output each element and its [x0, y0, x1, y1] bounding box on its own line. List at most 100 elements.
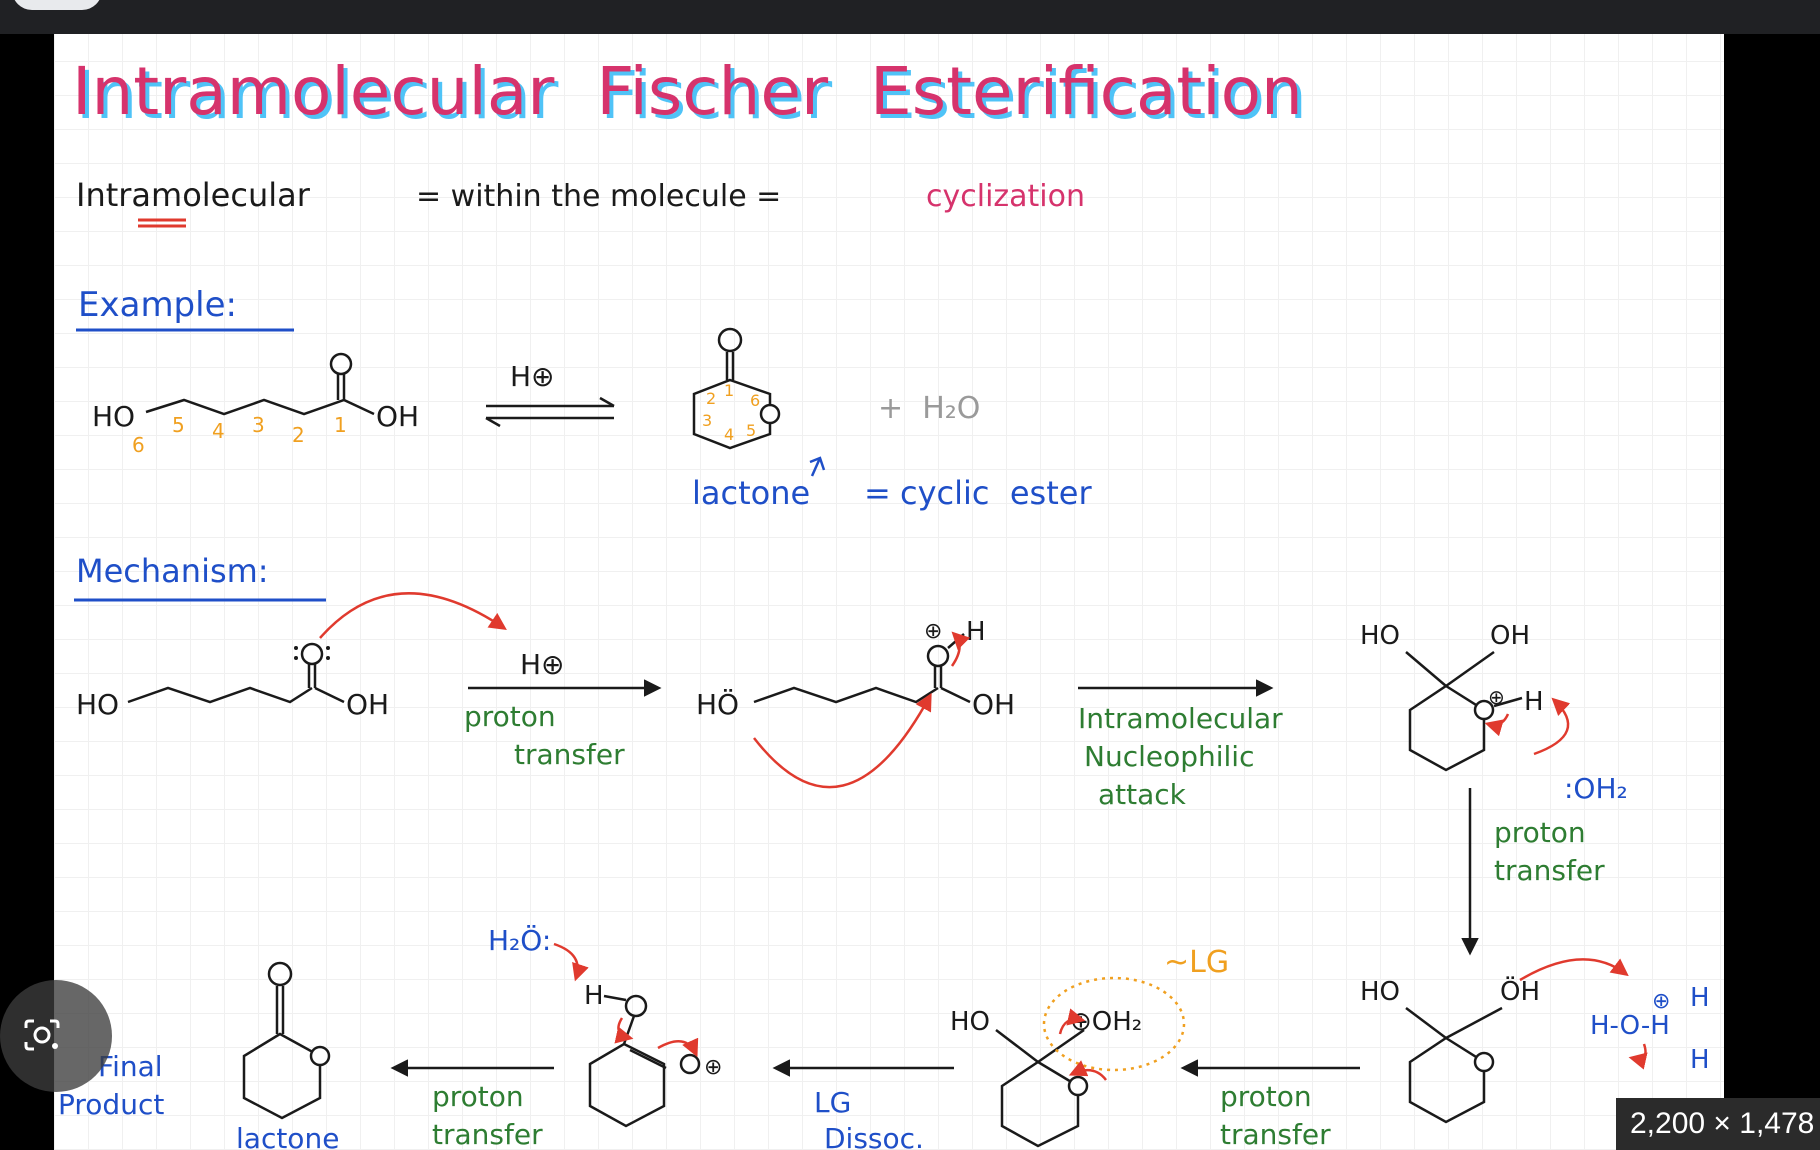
svg-text:2: 2	[292, 423, 305, 447]
svg-text:OH: OH	[1490, 621, 1530, 651]
svg-text:Nucleophilic: Nucleophilic	[1084, 740, 1254, 773]
browser-top-bar	[0, 0, 1820, 34]
step2-attack-arrow	[753, 692, 932, 789]
final-label-2: Product	[58, 1088, 164, 1121]
top-pill[interactable]	[12, 0, 102, 10]
byproduct-water: + H₂O	[878, 391, 980, 426]
step4-proton-arrow	[1519, 958, 1629, 982]
step3-bond-arrow	[1484, 713, 1510, 737]
step1-arrow: H⊕ proton transfer	[464, 648, 662, 771]
step2-arrow: Intramolecular Nucleophilic attack	[1078, 679, 1283, 811]
svg-text:HO: HO	[76, 688, 119, 721]
step5-push-arrow	[1068, 1060, 1107, 1081]
svg-text:5: 5	[172, 413, 185, 437]
svg-text:⊕: ⊕	[924, 619, 942, 644]
example-lactone: 2 1 6 3 4 5	[692, 327, 781, 450]
step2-molecule: HÖ ⊕ H OH	[696, 617, 1015, 721]
equilibrium-arrow: H⊕	[485, 360, 615, 428]
svg-text:OH: OH	[376, 400, 419, 433]
step6-arrow: proton transfer	[390, 1059, 554, 1150]
step4-arrow: proton transfer	[1180, 1059, 1360, 1150]
svg-text:transfer: transfer	[432, 1118, 543, 1150]
svg-text:H₂Ö:: H₂Ö:	[488, 923, 551, 957]
lactone-pointer-arrow	[809, 456, 826, 477]
svg-text:proton: proton	[1494, 816, 1586, 849]
final-lactone	[242, 961, 331, 1120]
mechanism-heading: Mechanism:	[76, 552, 269, 590]
page-title-shadow: Intramolecular Fischer Esterification	[76, 57, 1307, 134]
svg-text:⊕: ⊕	[704, 1055, 722, 1080]
svg-text:Dissoc.: Dissoc.	[824, 1122, 924, 1150]
svg-text:6: 6	[132, 433, 145, 457]
svg-text:HO: HO	[1360, 977, 1400, 1007]
svg-text:H: H	[1690, 1045, 1710, 1075]
step3-arrow: proton transfer	[1461, 788, 1605, 956]
image-dimensions-badge: 2,200 × 1,478	[1616, 1098, 1820, 1150]
svg-text:OH: OH	[972, 688, 1015, 721]
svg-text:1: 1	[724, 381, 734, 400]
step4-hydronium: H ⊕ H-O-H H	[1590, 983, 1710, 1075]
lactone-label: lactone	[692, 474, 810, 512]
svg-text:proton: proton	[464, 700, 556, 733]
svg-text:HO: HO	[950, 1007, 990, 1037]
step4-molecule: HO ÖH	[1360, 975, 1540, 1124]
svg-text:4: 4	[212, 419, 225, 443]
svg-text:3: 3	[252, 413, 265, 437]
example-heading: Example:	[78, 285, 237, 325]
svg-text:5: 5	[746, 421, 756, 440]
svg-text:H: H	[1524, 687, 1544, 717]
whiteboard-drawing: Intramolecular Fischer Esterification In…	[58, 53, 1710, 1150]
svg-text:transfer: transfer	[1494, 854, 1605, 887]
definition-meaning: = within the molecule =	[416, 179, 781, 214]
lactone-equals: =	[864, 474, 891, 512]
svg-text:1: 1	[334, 413, 347, 437]
svg-text:LG: LG	[814, 1086, 851, 1119]
image-viewer: Intramolecular Fischer Esterification In…	[54, 34, 1724, 1150]
svg-text:4: 4	[724, 425, 734, 444]
svg-text:⊕OH₂: ⊕OH₂	[1070, 1007, 1142, 1037]
svg-text:H: H	[584, 981, 604, 1011]
step3-arrow-to-h	[1533, 697, 1571, 756]
svg-text:attack: attack	[1098, 778, 1187, 811]
step5-molecule: HO ⊕OH₂	[950, 976, 1186, 1148]
google-lens-button[interactable]	[0, 980, 112, 1092]
svg-text:transfer: transfer	[514, 738, 625, 771]
final-lactone-label: lactone	[236, 1122, 339, 1150]
svg-text:proton: proton	[432, 1080, 524, 1113]
lactone-definition: cyclic ester	[900, 474, 1092, 512]
example-reactant: HO OH 6 5 4 3 2 1	[92, 352, 419, 457]
step3-water: :OH₂	[1564, 772, 1628, 805]
svg-text:H-O-H: H-O-H	[1590, 1011, 1670, 1041]
page-title: Intramolecular Fischer Esterification	[72, 53, 1303, 130]
lens-camera-icon	[24, 1019, 60, 1051]
svg-text:3: 3	[702, 411, 712, 430]
svg-text:H⊕: H⊕	[510, 360, 555, 393]
step5-lg-arrow	[1058, 1008, 1086, 1035]
svg-text:H: H	[966, 617, 986, 647]
svg-text:OH: OH	[346, 688, 389, 721]
step6-water-arrow	[553, 942, 589, 982]
svg-text:H⊕: H⊕	[520, 648, 565, 681]
step5-lg-tag: ~LG	[1164, 945, 1229, 980]
step6-bond-arrow	[614, 1017, 634, 1044]
definition-result: cyclization	[926, 179, 1085, 214]
final-label-1: Final	[98, 1050, 163, 1083]
svg-text:Intramolecular: Intramolecular	[1078, 702, 1283, 735]
svg-text:proton: proton	[1220, 1080, 1312, 1113]
step1-curved-arrow	[319, 592, 507, 639]
step2-small-arrow	[950, 631, 971, 667]
svg-text:⊕: ⊕	[1652, 989, 1670, 1014]
svg-text:6: 6	[750, 391, 760, 410]
step6-push-arrow	[657, 1037, 699, 1058]
svg-text:HÖ: HÖ	[696, 687, 739, 721]
step1-molecule: HO OH	[76, 642, 389, 721]
step3-molecule: HO OH ⊕ H	[1360, 621, 1544, 772]
svg-text:transfer: transfer	[1220, 1118, 1331, 1150]
svg-text:2: 2	[706, 389, 716, 408]
step4-bond-arrow	[1628, 1043, 1648, 1070]
svg-text:ÖH: ÖH	[1500, 975, 1540, 1007]
step5-arrow: LG Dissoc.	[772, 1059, 954, 1150]
svg-text:H: H	[1690, 983, 1710, 1013]
svg-text:HO: HO	[1360, 621, 1400, 651]
definition-term: Intramolecular	[76, 176, 311, 214]
